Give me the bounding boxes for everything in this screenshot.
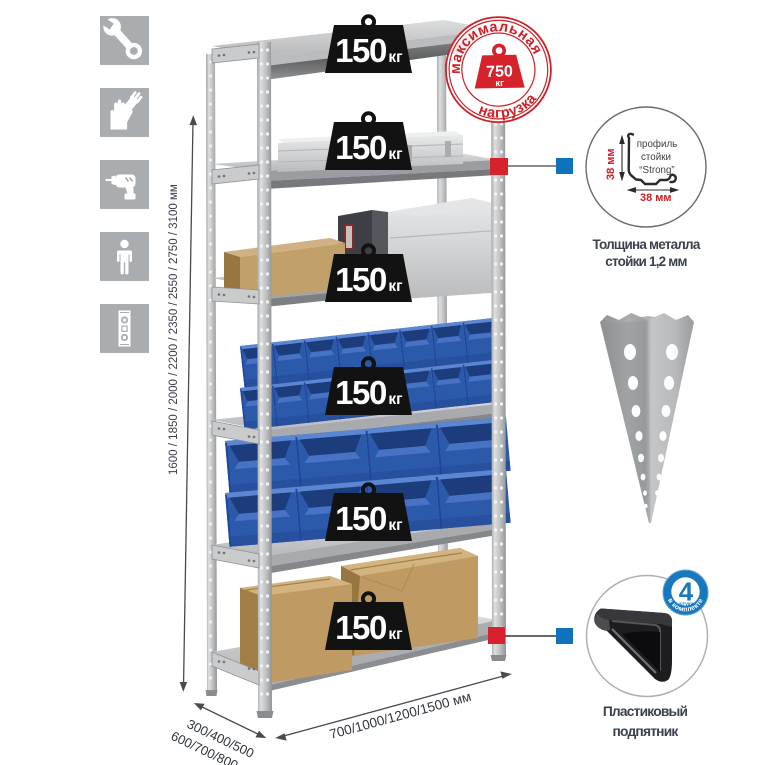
svg-text:750: 750 (486, 63, 513, 80)
svg-text:профиль: профиль (637, 139, 678, 150)
svg-text:“Strong”: “Strong” (639, 165, 674, 176)
svg-text:стойки: стойки (641, 152, 671, 163)
svg-text:38 мм: 38 мм (640, 192, 672, 204)
svg-text:Пластиковый: Пластиковый (603, 704, 688, 719)
svg-text:4: 4 (679, 577, 694, 607)
svg-text:стойки 1,2 мм: стойки 1,2 мм (605, 254, 687, 269)
svg-text:подпятник: подпятник (613, 724, 679, 739)
svg-text:Толщина металла: Толщина металла (592, 237, 700, 252)
svg-text:38 мм: 38 мм (605, 148, 617, 180)
svg-text:700/1000/1200/1500 мм: 700/1000/1200/1500 мм (328, 689, 473, 742)
svg-text:1600 / 1850 / 2000 / 2200 / 23: 1600 / 1850 / 2000 / 2200 / 2350 / 2550 … (168, 184, 180, 475)
svg-text:кг: кг (495, 78, 504, 89)
svg-text:штуки: штуки (678, 602, 693, 608)
